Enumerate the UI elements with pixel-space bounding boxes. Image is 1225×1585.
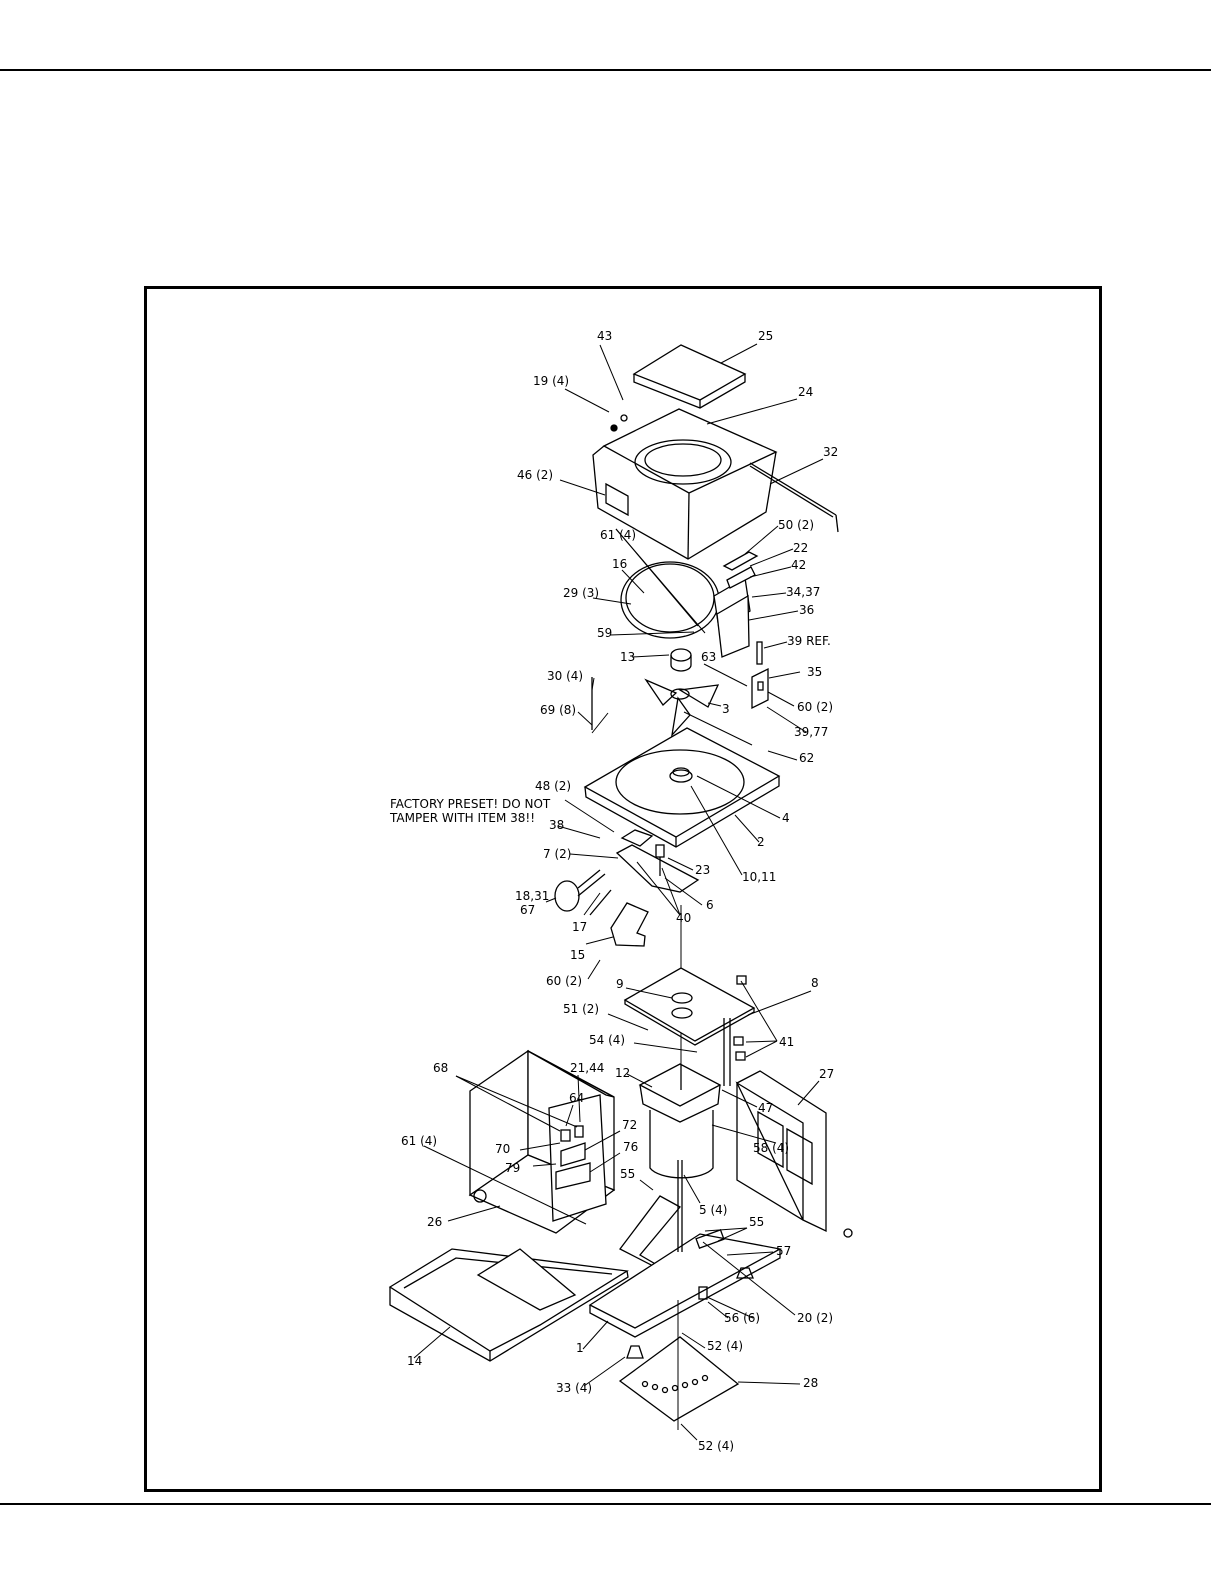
callout-c29: 29 (3) — [563, 586, 599, 600]
callout-c2144: 21,44 — [570, 1061, 604, 1075]
callout-c64: 64 — [569, 1091, 584, 1105]
mounting-plate-part-8 — [623, 967, 756, 1046]
callout-c70: 70 — [495, 1142, 510, 1156]
ring-part-16 — [620, 561, 720, 639]
callout-c1831: 18,31 — [515, 889, 549, 903]
callout-c15: 15 — [570, 948, 585, 962]
callout-c6: 6 — [706, 898, 714, 912]
callout-c14: 14 — [407, 1354, 422, 1368]
bracket-part-36 — [713, 551, 759, 658]
callout-c30: 30 (4) — [547, 669, 583, 683]
switch-part-35 — [751, 641, 769, 710]
callout-c38: 38 — [549, 818, 564, 832]
callout-c8: 8 — [811, 976, 819, 990]
callout-c54: 54 (4) — [589, 1033, 625, 1047]
callout-c9: 9 — [616, 977, 624, 991]
callout-c4: 4 — [782, 811, 790, 825]
callout-c62: 62 — [799, 751, 814, 765]
knob-part-13 — [670, 648, 692, 672]
bracket-part-6 — [615, 844, 700, 893]
control-box-part-26 — [468, 1049, 616, 1234]
leader-lines — [413, 343, 824, 1441]
callout-c55b: 55 — [749, 1215, 764, 1229]
thermostat-part-18 — [554, 869, 606, 912]
callout-c48: 48 (2) — [535, 779, 571, 793]
callout-c23: 23 — [695, 863, 710, 877]
note-line-1: FACTORY PRESET! DO NOT — [390, 797, 551, 811]
callout-c24: 24 — [798, 385, 813, 399]
callout-c25: 25 — [758, 329, 773, 343]
callout-c57: 57 — [776, 1244, 791, 1258]
callout-c36: 36 — [799, 603, 814, 617]
callout-c33: 33 (4) — [556, 1381, 592, 1395]
callout-c69: 69 (8) — [540, 703, 576, 717]
callout-c58: 58 (4) — [753, 1141, 789, 1155]
base-plate-part-2 — [583, 727, 781, 848]
callout-c51: 51 (2) — [563, 1002, 599, 1016]
callout-c63: 63 — [701, 650, 716, 664]
cover-part-15 — [610, 902, 649, 947]
fan-blade-part-3 — [644, 678, 720, 738]
callout-c52a: 52 (4) — [707, 1339, 743, 1353]
callout-c32: 32 — [823, 445, 838, 459]
callout-c79: 79 — [505, 1161, 520, 1175]
bottom-rule — [0, 1503, 1211, 1505]
callout-c28: 28 — [803, 1376, 818, 1390]
top-rule — [0, 69, 1211, 71]
diagram-frame — [144, 286, 1102, 1492]
callout-c52b: 52 (4) — [698, 1439, 734, 1453]
callout-c60b: 60 (2) — [546, 974, 582, 988]
callout-c5: 5 (4) — [699, 1203, 727, 1217]
callout-c60a: 60 (2) — [797, 700, 833, 714]
callout-c1011: 10,11 — [742, 870, 776, 884]
callout-c67: 67 — [520, 903, 535, 917]
drip-tray-part-14 — [388, 1248, 629, 1362]
callout-c1: 1 — [576, 1341, 584, 1355]
callout-c42: 42 — [791, 558, 806, 572]
callout-c3437: 34,37 — [786, 585, 820, 599]
lid-part-25 — [632, 344, 747, 409]
rod-part-32 — [749, 462, 839, 533]
callout-c47: 47 — [758, 1101, 773, 1115]
callout-c68: 68 — [433, 1061, 448, 1075]
callout-c50: 50 (2) — [778, 518, 814, 532]
note-line-2: TAMPER WITH ITEM 38!! — [389, 811, 535, 825]
callout-c59: 59 — [597, 626, 612, 640]
callout-c13: 13 — [620, 650, 635, 664]
callout-c20: 20 (2) — [797, 1311, 833, 1325]
bottom-plate-part-28 — [618, 1300, 740, 1430]
callout-c40: 40 — [676, 911, 691, 925]
callout-c17: 17 — [572, 920, 587, 934]
callout-c61a: 61 (4) — [600, 528, 636, 542]
callout-c55a: 55 — [620, 1167, 635, 1181]
callout-c35: 35 — [807, 665, 822, 679]
callout-c3: 3 — [722, 702, 730, 716]
motor-part-12 — [638, 1063, 722, 1179]
callout-c76: 76 — [623, 1140, 638, 1154]
callout-c39ref: 39 REF. — [787, 634, 831, 648]
base-frame-part-1 — [588, 1160, 782, 1359]
callout-c16: 16 — [612, 557, 627, 571]
upper-housing-part-24 — [592, 408, 778, 560]
callout-c27: 27 — [819, 1067, 834, 1081]
callout-c3977: 39,77 — [794, 725, 828, 739]
side-panel-part-27 — [735, 1070, 853, 1238]
callout-c56: 56 (6) — [724, 1311, 760, 1325]
callout-c46: 46 (2) — [517, 468, 553, 482]
rod-part-17 — [589, 889, 612, 916]
callout-c26: 26 — [427, 1215, 442, 1229]
fittings-part-41 — [723, 975, 747, 1086]
callout-c61b: 61 (4) — [401, 1134, 437, 1148]
callout-c12: 12 — [615, 1066, 630, 1080]
callout-c22: 22 — [793, 541, 808, 555]
callout-c41: 41 — [779, 1035, 794, 1049]
callout-c72: 72 — [622, 1118, 637, 1132]
callout-c7: 7 (2) — [543, 847, 571, 861]
callout-c19: 19 (4) — [533, 374, 569, 388]
callout-c2: 2 — [757, 835, 765, 849]
callout-c43: 43 — [597, 329, 612, 343]
